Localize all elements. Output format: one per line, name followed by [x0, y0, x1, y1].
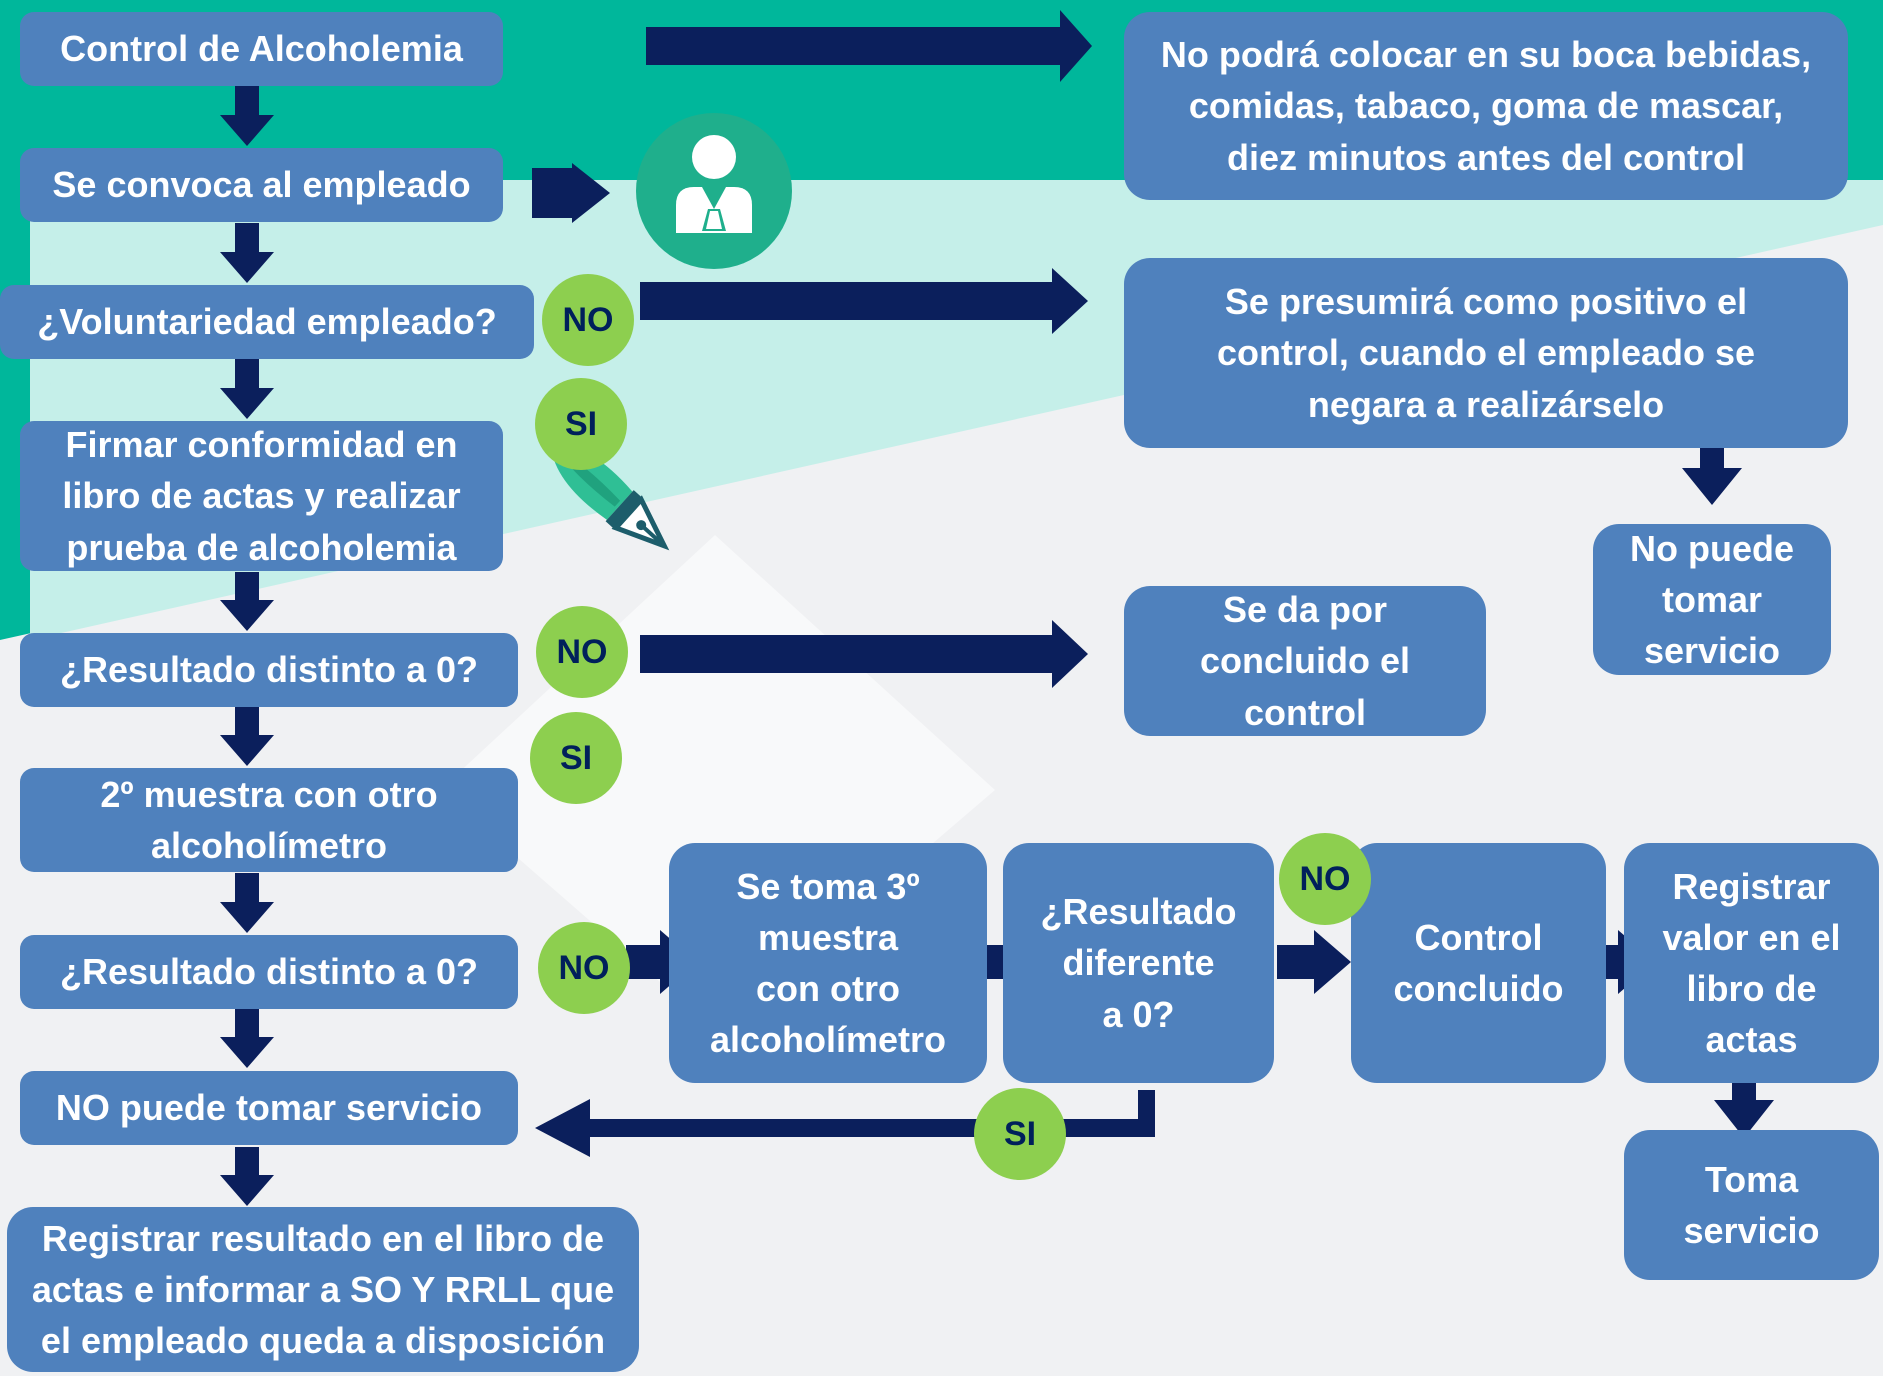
badge-si-voluntariedad: SI [535, 378, 627, 470]
node-voluntariedad: ¿Voluntariedad empleado? [0, 285, 534, 359]
node-convoca-empleado: Se convoca al empleado [20, 148, 503, 222]
node-registrar-resultado: Registrar resultado en el libro de actas… [7, 1207, 639, 1372]
badge-si-resultado: SI [530, 712, 622, 804]
note-no-podra-colocar: No podrá colocar en su boca bebidas, com… [1124, 12, 1848, 200]
employee-icon [636, 113, 792, 269]
badge-no-voluntariedad: NO [542, 274, 634, 366]
badge-no-resultado-3: NO [1279, 833, 1371, 925]
node-resultado-diferente: ¿Resultado diferente a 0? [1003, 843, 1274, 1083]
badge-no-resultado-2: NO [538, 922, 630, 1014]
node-firmar-conformidad: Firmar conformidad en libro de actas y r… [20, 421, 503, 571]
badge-si-resultado-3: SI [974, 1088, 1066, 1180]
node-concluido-control: Se da por concluido el control [1124, 586, 1486, 736]
node-no-puede-tomar: No puede tomar servicio [1593, 524, 1831, 675]
node-control-alcoholemia: Control de Alcoholemia [20, 12, 503, 86]
node-control-concluido: Control concluido [1351, 843, 1606, 1083]
node-resultado-distinto-1: ¿Resultado distinto a 0? [20, 633, 518, 707]
node-toma-servicio: Toma servicio [1624, 1130, 1879, 1280]
node-resultado-distinto-2: ¿Resultado distinto a 0? [20, 935, 518, 1009]
note-presumira-positivo: Se presumirá como positivo el control, c… [1124, 258, 1848, 448]
node-tercera-muestra: Se toma 3º muestra con otro alcoholímetr… [669, 843, 987, 1083]
node-no-puede-tomar-servicio: NO puede tomar servicio [20, 1071, 518, 1145]
node-segunda-muestra: 2º muestra con otro alcoholímetro [20, 768, 518, 872]
badge-no-resultado: NO [536, 606, 628, 698]
node-registrar-valor: Registrar valor en el libro de actas [1624, 843, 1879, 1083]
